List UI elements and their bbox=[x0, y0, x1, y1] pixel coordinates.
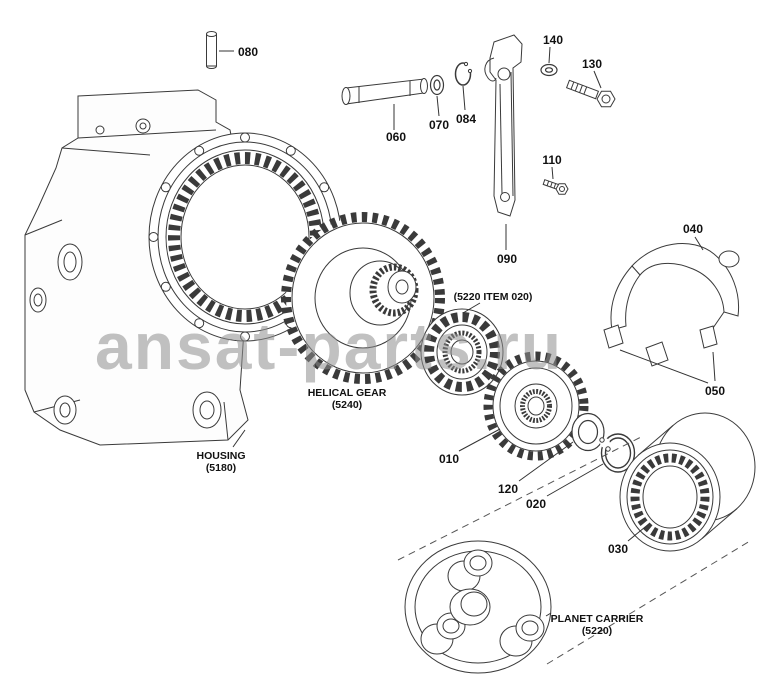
callout-010: 010 bbox=[439, 452, 459, 466]
gear-010-drawing bbox=[483, 351, 589, 461]
coupling-030-drawing bbox=[619, 412, 756, 552]
planet-carrier-drawing bbox=[404, 540, 552, 674]
callout-090: 090 bbox=[497, 252, 517, 266]
label-item-ref: (5220 ITEM 020) bbox=[454, 291, 533, 303]
projection-line-upper bbox=[397, 435, 644, 561]
bolt-130-drawing bbox=[565, 79, 616, 108]
callout-110: 110 bbox=[542, 153, 562, 167]
bolt-110-drawing bbox=[542, 179, 569, 195]
label-housing: HOUSING bbox=[196, 450, 245, 462]
pads-050-drawing bbox=[603, 324, 718, 349]
watermark-text: ansat-parts.ru bbox=[95, 309, 563, 383]
bearing-drawing bbox=[420, 308, 504, 396]
callout-060: 060 bbox=[386, 130, 406, 144]
washer-120-drawing bbox=[571, 412, 605, 452]
leader-lines bbox=[219, 46, 716, 617]
pin-080-drawing bbox=[206, 31, 217, 69]
label-helical-gear: HELICAL GEAR bbox=[308, 387, 387, 399]
washer-070-drawing bbox=[429, 74, 445, 96]
callout-120: 120 bbox=[498, 482, 518, 496]
label-housing-code: (5180) bbox=[206, 462, 236, 474]
shaft-060-drawing bbox=[341, 78, 428, 105]
helical-gear-drawing bbox=[281, 212, 445, 384]
callout-140: 140 bbox=[543, 33, 563, 47]
label-helical-gear-code: (5240) bbox=[332, 399, 362, 411]
projection-line-lower bbox=[546, 540, 751, 665]
callout-070: 070 bbox=[429, 118, 449, 132]
callout-050: 050 bbox=[705, 384, 725, 398]
callout-020: 020 bbox=[526, 497, 546, 511]
washer-140-drawing bbox=[540, 63, 558, 77]
callout-030: 030 bbox=[608, 542, 628, 556]
label-planet-carrier: PLANET CARRIER bbox=[551, 613, 644, 625]
snap-ring-084-drawing bbox=[454, 61, 473, 86]
callout-084: 084 bbox=[456, 112, 476, 126]
fork-040-drawing bbox=[610, 243, 740, 367]
label-planet-carrier-code: (5220) bbox=[582, 625, 612, 637]
callout-130: 130 bbox=[582, 57, 602, 71]
callout-040: 040 bbox=[683, 222, 703, 236]
snap-ring-020-drawing bbox=[599, 433, 636, 473]
lever-090-drawing bbox=[484, 34, 523, 217]
callout-080: 080 bbox=[238, 45, 258, 59]
